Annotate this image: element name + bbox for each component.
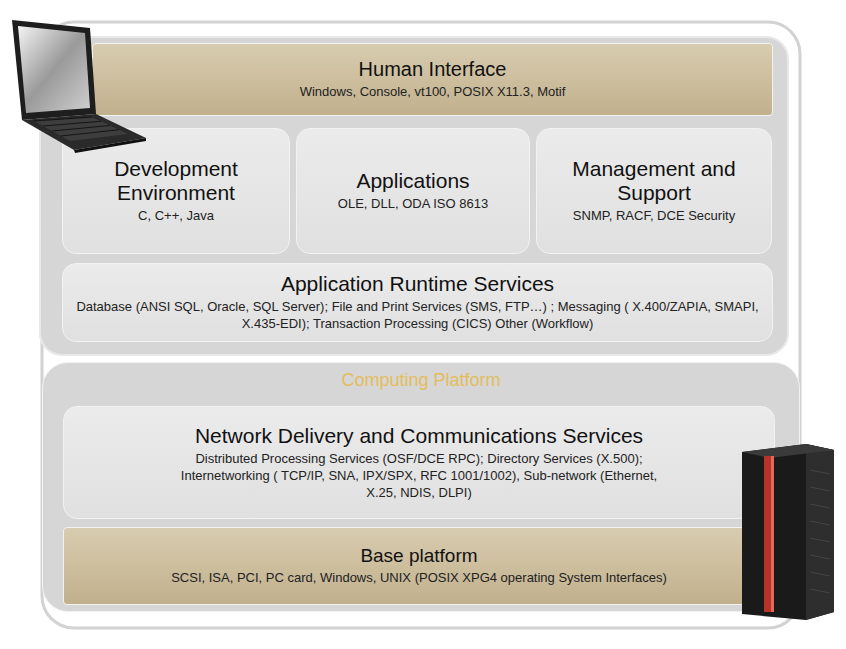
box-title: Applications xyxy=(356,169,469,193)
box-title: Application Runtime Services xyxy=(281,272,554,296)
upper-panel xyxy=(40,37,788,355)
platform-panel: Computing PlatformNetwork Delivery and C… xyxy=(42,362,800,612)
box-body: OLE, DLL, ODA ISO 8613 xyxy=(338,196,488,213)
box-body: Distributed Processing Services (OSF/DCE… xyxy=(169,451,669,502)
box-body: Database (ANSI SQL, Oracle, SQL Server);… xyxy=(73,299,763,333)
box-body: Windows, Console, vt100, POSIX X11.3, Mo… xyxy=(300,84,566,101)
box-title: Management and Support xyxy=(545,157,763,205)
server-icon xyxy=(742,444,834,620)
box-title: Base platform xyxy=(360,545,477,567)
outer-frame xyxy=(42,22,800,628)
box-body: C, C++, Java xyxy=(138,208,214,225)
box-body: SCSI, ISA, PCI, PC card, Windows, UNIX (… xyxy=(171,570,667,587)
layer-box: Management and SupportSNMP, RACF, DCE Se… xyxy=(536,128,772,254)
box-title: Network Delivery and Communications Serv… xyxy=(195,424,643,448)
box-body: SNMP, RACF, DCE Security xyxy=(573,208,735,225)
box-title: Computing Platform xyxy=(341,370,500,391)
base-band: Base platformSCSI, ISA, PCI, PC card, Wi… xyxy=(63,527,775,605)
network-band: Network Delivery and Communications Serv… xyxy=(63,406,775,519)
box-title: Human Interface xyxy=(359,58,507,81)
runtime-band: Application Runtime ServicesDatabase (AN… xyxy=(62,263,773,342)
box-title: Development Environment xyxy=(71,157,281,205)
layer-box: ApplicationsOLE, DLL, ODA ISO 8613 xyxy=(296,128,530,254)
interface-band: Human InterfaceWindows, Console, vt100, … xyxy=(92,43,773,116)
laptop-icon xyxy=(12,20,146,153)
